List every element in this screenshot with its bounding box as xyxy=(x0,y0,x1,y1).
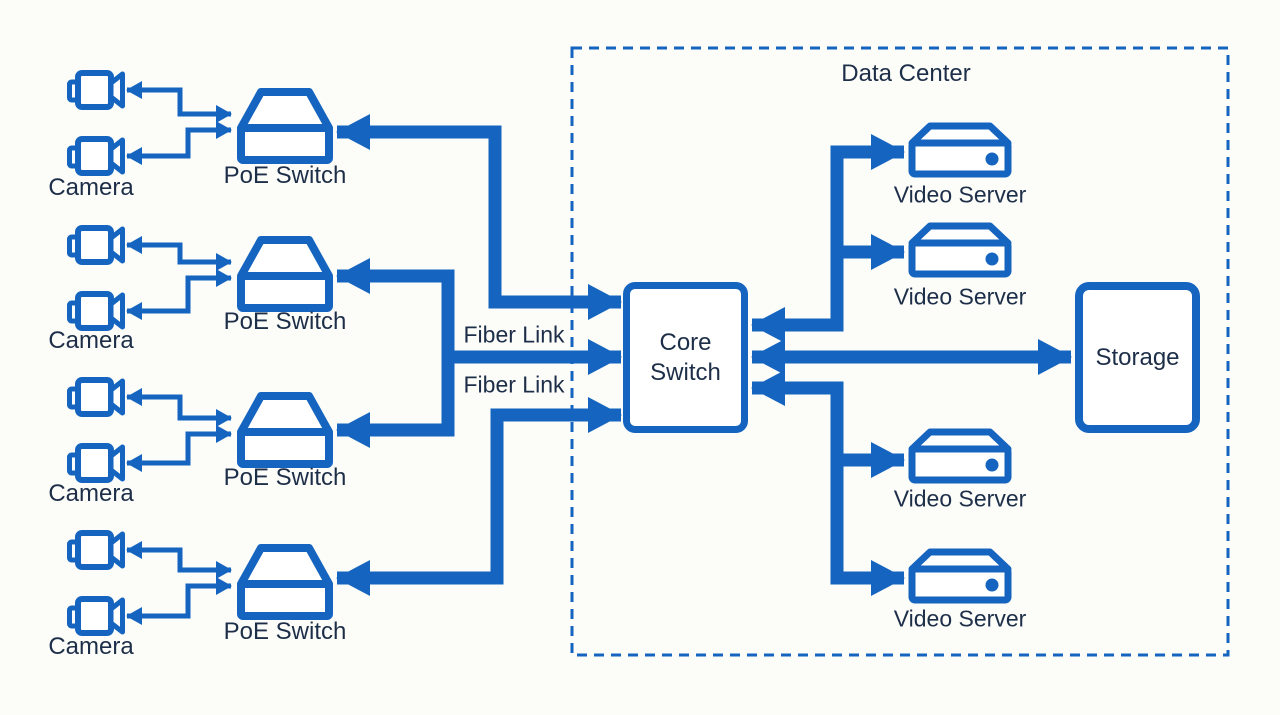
camera-icon xyxy=(70,139,123,173)
poe-switch-label: PoE Switch xyxy=(223,618,347,645)
poe-switch-icon xyxy=(241,240,329,308)
server-links xyxy=(751,134,1072,596)
camera-link-line xyxy=(126,388,232,427)
camera-link-line xyxy=(126,236,232,271)
server-link-line xyxy=(751,134,905,343)
poe-switch-icon xyxy=(241,396,329,464)
storage-node: Storage xyxy=(1075,282,1200,433)
camera-icon xyxy=(70,446,123,480)
camera-icon xyxy=(70,294,123,328)
core-switch-label-line1: Core xyxy=(659,328,712,356)
poe-switch-label: PoE Switch xyxy=(223,464,347,491)
video-server-icon xyxy=(912,226,1008,274)
camera-link-line xyxy=(126,541,232,579)
camera-label: Camera xyxy=(48,480,134,507)
video-server-icon xyxy=(912,126,1008,174)
data-center-boundary xyxy=(570,46,1230,657)
camera-link-line xyxy=(126,577,232,625)
camera-label: Camera xyxy=(48,633,134,660)
camera-link-line xyxy=(126,425,232,472)
fiber-link-lines xyxy=(336,114,622,596)
camera-label: Camera xyxy=(48,174,134,201)
camera-link-line xyxy=(126,121,232,165)
camera-icon xyxy=(70,599,123,633)
video-server-label: Video Server xyxy=(893,181,1027,208)
poe-switch-icon xyxy=(241,548,329,616)
camera-link-line xyxy=(126,81,232,123)
camera-icon xyxy=(70,228,123,262)
camera-label: Camera xyxy=(48,327,134,354)
fiber-link-line xyxy=(336,114,622,320)
server-link-line xyxy=(751,370,905,596)
camera-link-line xyxy=(126,269,232,320)
poe-switch-label: PoE Switch xyxy=(223,308,347,335)
video-server-label: Video Server xyxy=(893,485,1027,512)
storage-label: Storage xyxy=(1095,343,1180,371)
fiber-link-line xyxy=(336,258,455,448)
camera-icon xyxy=(70,380,123,414)
video-server-label: Video Server xyxy=(893,605,1027,632)
fiber-link-line xyxy=(336,397,622,596)
video-server-icon xyxy=(912,552,1008,600)
camera-icon xyxy=(70,533,123,567)
core-switch-label-line2: Switch xyxy=(650,358,721,386)
poe-switch-label: PoE Switch xyxy=(223,162,347,189)
core-switch-node: Core Switch xyxy=(623,282,748,433)
video-server-label: Video Server xyxy=(893,283,1027,310)
video-server-icon xyxy=(912,432,1008,480)
poe-switch-icon xyxy=(241,92,329,160)
camera-icon xyxy=(70,73,123,107)
fiber-link-label: Fiber Link xyxy=(463,371,565,398)
data-center-label: Data Center xyxy=(841,60,971,87)
fiber-link-label: Fiber Link xyxy=(463,321,565,348)
camera-links xyxy=(126,81,232,625)
